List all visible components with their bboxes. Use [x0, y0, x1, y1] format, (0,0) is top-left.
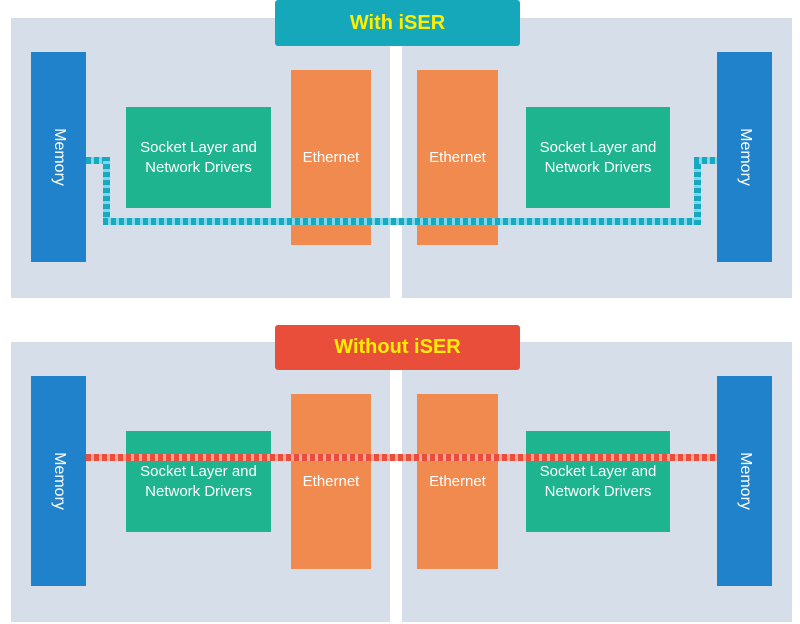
memory-label: Memory	[50, 452, 68, 510]
iser-path-horizontal	[103, 218, 701, 225]
with-iser-title-text: With iSER	[349, 11, 446, 34]
socket-label-line1: Socket Layer and	[140, 462, 257, 480]
socket-label-line1: Socket Layer and	[539, 138, 657, 156]
top-left-socket-layer-block: Socket Layer and Network Drivers	[126, 107, 271, 208]
socket-label-line2: Network Drivers	[145, 482, 252, 500]
socket-label-line1: Socket Layer and	[539, 462, 657, 480]
ethernet-label: Ethernet	[429, 473, 486, 490]
socket-label-line2: Network Drivers	[145, 158, 252, 176]
top-left-ethernet-block: Ethernet	[291, 70, 371, 245]
ethernet-label: Ethernet	[302, 473, 360, 490]
socket-label-line1: Socket Layer and	[140, 138, 257, 156]
socket-label-line2: Network Drivers	[544, 482, 652, 500]
memory-label: Memory	[736, 128, 754, 186]
iser-path-right-stub	[694, 157, 717, 164]
bottom-left-socket-layer-block: Socket Layer and Network Drivers	[126, 431, 271, 532]
top-left-memory-block: Memory	[31, 52, 86, 262]
bottom-right-memory-block: Memory	[717, 376, 772, 586]
bottom-left-ethernet-block: Ethernet	[291, 394, 371, 569]
top-right-socket-layer-block: Socket Layer and Network Drivers	[526, 107, 670, 208]
tcp-path-horizontal	[86, 454, 717, 461]
iser-path-right-drop	[694, 157, 701, 225]
bottom-right-socket-layer-block: Socket Layer and Network Drivers	[526, 431, 670, 532]
top-right-memory-block: Memory	[717, 52, 772, 262]
bottom-left-memory-block: Memory	[31, 376, 86, 586]
ethernet-label: Ethernet	[429, 149, 486, 166]
top-right-ethernet-block: Ethernet	[417, 70, 498, 245]
with-iser-title: With iSER	[275, 0, 520, 46]
without-iser-title-text: Without iSER	[334, 336, 461, 358]
memory-label: Memory	[50, 128, 68, 186]
ethernet-label: Ethernet	[302, 149, 360, 166]
memory-label: Memory	[736, 452, 754, 510]
iser-path-left-stub	[86, 157, 110, 164]
socket-label-line2: Network Drivers	[544, 158, 652, 176]
iser-path-left-drop	[103, 157, 110, 225]
without-iser-title: Without iSER	[275, 325, 520, 370]
bottom-right-ethernet-block: Ethernet	[417, 394, 498, 569]
